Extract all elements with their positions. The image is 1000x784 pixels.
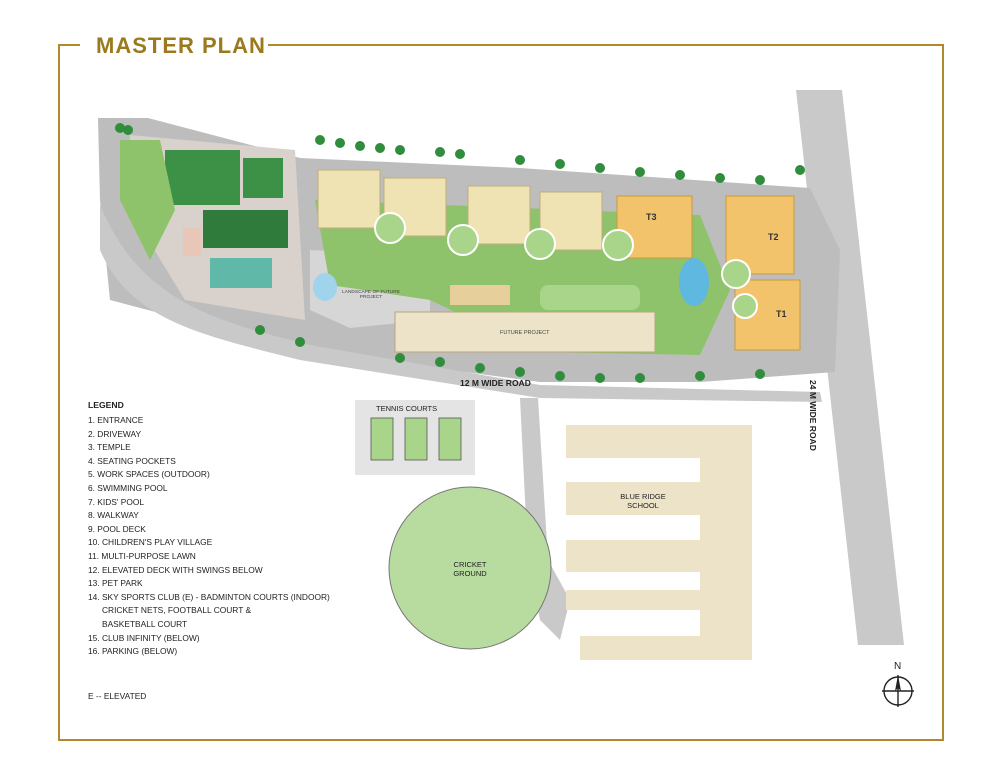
landscape-future-label: LANDSCAPE OF FUTURE PROJECT [342,290,400,300]
legend-item: 5. WORK SPACES (OUTDOOR) [88,469,210,480]
parking-16 [183,228,201,256]
legend-item: 9. POOL DECK [88,523,146,534]
road-12m [100,205,822,402]
badminton-courts [203,210,288,248]
legend-item: 1. ENTRANCE [88,415,144,425]
frame-left [58,44,60,741]
legend-item: 12. ELEVATED DECK WITH SWINGS BELOW [88,564,263,575]
legend-item: 13. PET PARK [88,578,143,589]
legend-item: 8. WALKWAY [88,510,139,521]
compass-rose-icon [882,675,914,707]
tennis-courts [370,417,462,461]
frame-top-left [58,44,80,46]
legend-item: 4. SEATING POCKETS [88,455,176,466]
legend-item: CRICKET NETS, FOOTBALL COURT & [102,605,252,616]
football-court [165,150,240,205]
tree-line [115,123,805,383]
compass-n-label: N [894,661,902,672]
page-title: MASTER PLAN [96,33,266,58]
tower-t2-label: T2 [768,232,779,242]
road-24m-label: 24 M WIDE ROAD [808,380,818,451]
legend-item: 7. KIDS' POOL [88,496,145,507]
legend-heading: LEGEND [88,400,124,410]
legend-item: 11. MULTI-PURPOSE LAWN [88,550,196,561]
school-label: BLUE RIDGE SCHOOL [620,492,666,510]
north-compass-icon: N [876,661,920,711]
frame-right [942,44,944,741]
cricket-label: CRICKET GROUND [453,560,487,578]
seating-pockets [374,212,758,319]
pool-landscape [313,273,337,301]
future-project-building [394,311,656,353]
cricket-ground [388,486,552,650]
school-building [566,425,752,660]
tower-t3-label: T3 [646,212,657,222]
legend-item: 15. CLUB INFINITY (BELOW) [88,632,200,643]
future-project-label: FUTURE PROJECT [500,330,550,336]
road-12m-label: 12 M WIDE ROAD [460,378,531,388]
frame-top-right [268,44,944,46]
play-village [450,285,510,305]
legend-item: 3. TEMPLE [88,442,131,453]
legend-item: 14. SKY SPORTS CLUB (E) - BADMINTON COUR… [88,591,330,602]
legend-item: 16. PARKING (BELOW) [88,646,178,657]
legend-item: 10. CHILDREN'S PLAY VILLAGE [88,537,213,548]
legend-item: 2. DRIVEWAY [88,428,142,439]
elevated-note: E -- ELEVATED [88,691,147,701]
legend: LEGEND 1. ENTRANCE 2. DRIVEWAY 3. TEMPLE… [88,400,330,659]
legend-item: BASKETBALL COURT [102,618,188,629]
basketball-court [210,258,272,288]
frame-bottom [58,739,944,741]
tennis-label: TENNIS COURTS [376,404,438,413]
legend-item: 6. SWIMMING POOL [88,482,168,493]
court-15 [243,158,283,198]
multipurpose-lawn [540,285,640,310]
tower-t1-label: T1 [776,309,787,319]
swimming-pool [679,258,709,306]
lawn-left [120,140,175,260]
towers [616,195,801,351]
